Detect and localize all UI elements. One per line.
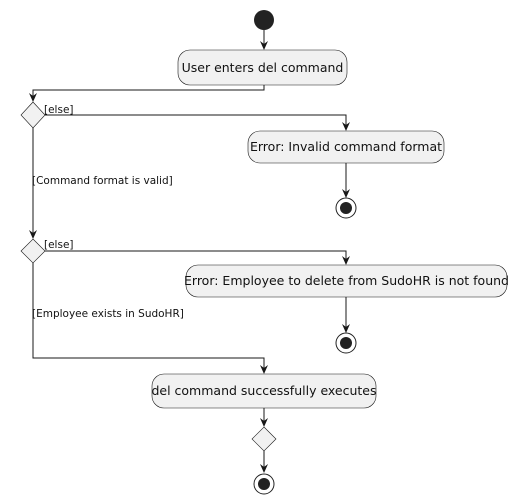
end-node (253, 473, 275, 495)
decision-format-check (20, 101, 46, 129)
arrowhead (342, 324, 350, 333)
end-node (335, 332, 357, 354)
action-employee-not-found-label: Error: Employee to delete from SudoHR is… (184, 273, 509, 288)
guard-else-1: [else] (44, 104, 74, 116)
merge-node (251, 426, 277, 452)
guard-format-valid: [Command format is valid] (32, 175, 173, 187)
flow-enter-to-decision-1 (32, 85, 265, 97)
arrowhead (29, 93, 37, 102)
decision-employee-check (20, 238, 46, 264)
end-node (335, 197, 357, 219)
guard-employee-exists: [Employee exists in SudoHR] (32, 308, 184, 320)
flow-else-1 (45, 114, 347, 127)
arrowhead (260, 365, 268, 374)
arrowhead (260, 418, 268, 427)
action-invalid-format-label: Error: Invalid command format (250, 139, 442, 154)
arrowhead (260, 464, 268, 473)
arrowhead (342, 122, 350, 131)
arrowhead (29, 230, 37, 239)
arrowhead (260, 41, 268, 50)
arrowhead (342, 189, 350, 198)
action-enter-command (177, 49, 348, 86)
start-node (254, 10, 274, 30)
flow-else-2 (45, 250, 347, 261)
arrowhead (342, 256, 350, 265)
guard-else-2: [else] (44, 239, 74, 251)
action-success-label: del command successfully executes (151, 383, 376, 398)
action-enter-command-label: User enters del command (182, 60, 344, 75)
flow-employee-exists (32, 263, 265, 370)
